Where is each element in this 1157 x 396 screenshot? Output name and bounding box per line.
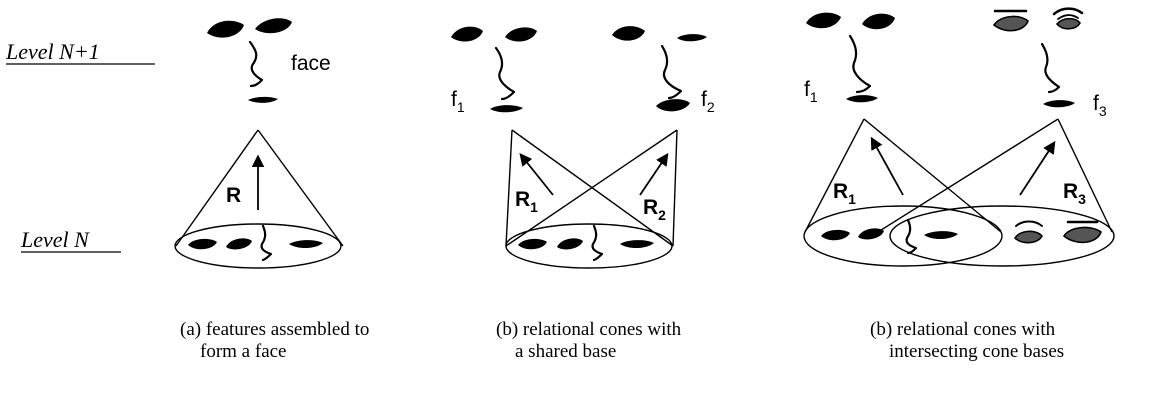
base-features <box>188 224 323 262</box>
c-f3-nose-icon <box>1040 42 1061 94</box>
c-base-nose-icon <box>905 218 918 255</box>
c-f3-mouth-icon <box>1043 100 1075 108</box>
f2-mouth-icon <box>656 99 690 112</box>
level-label-lower-text: Level N <box>20 227 90 252</box>
cone-r2-right-edge <box>672 129 678 247</box>
base-nose-icon <box>260 224 273 262</box>
c-f3-right-eye-icon <box>1055 17 1081 30</box>
mouth-icon <box>248 96 278 103</box>
c-f1-right-eye-icon <box>862 13 895 30</box>
face-f1-label: f1 <box>451 88 465 115</box>
c-base-gray-left-eye-icon <box>1013 230 1043 244</box>
c-base-mouth-icon <box>924 231 958 240</box>
relation-label: R <box>226 184 241 207</box>
f2-left-eye-icon <box>612 26 645 41</box>
cone-r1-left-edge-c <box>804 118 865 233</box>
caption-b-line2: a shared base <box>515 341 616 362</box>
base-r1-ellipse <box>803 205 1003 267</box>
shared-mouth-icon <box>620 240 654 249</box>
f1-right-eye-icon <box>505 27 537 42</box>
relation-r1-label: R1 <box>515 188 538 215</box>
shared-base-features <box>518 224 654 262</box>
caption-a-line1: (a) features assembled to <box>180 319 369 340</box>
c-base-gray-left-brow-icon <box>1015 220 1043 227</box>
relation-arrow-r1-c <box>870 136 904 196</box>
nose-icon <box>248 40 264 88</box>
relation-arrow-r3-c <box>1019 140 1056 196</box>
right-eye-icon <box>255 18 292 34</box>
base-r3-ellipse <box>889 205 1115 267</box>
base-left-eye-icon <box>188 238 217 250</box>
face-f2-b: f2 <box>612 26 715 115</box>
face-label: face <box>291 52 331 75</box>
relation-r1-label-c: R1 <box>833 180 856 207</box>
c-f1-mouth-icon <box>846 95 878 103</box>
c-f3-left-eye-icon <box>992 15 1029 32</box>
face-f1-b: f1 <box>451 26 537 115</box>
shared-left-eye-icon <box>518 238 547 250</box>
relation-r3-label-c: R3 <box>1063 180 1086 207</box>
caption-c-line1: (b) relational cones with <box>870 319 1056 340</box>
c-f1-nose-icon <box>848 34 872 94</box>
cone-r3-left-edge-c <box>877 118 1059 233</box>
face-f1-label-c: f1 <box>804 78 818 105</box>
c-f1-left-eye-icon <box>806 12 841 29</box>
panel-b: f1 f2 R1 R2 (b) relational cones with a … <box>451 26 715 362</box>
relation-r2-label: R2 <box>643 196 666 223</box>
f1-mouth-icon <box>490 105 523 113</box>
face-f2-label: f2 <box>701 88 715 115</box>
shared-right-eye-icon <box>557 238 583 250</box>
face-f3-c: f3 <box>992 7 1107 119</box>
cone-base-ellipse <box>174 223 342 269</box>
base-mouth-icon <box>289 240 323 249</box>
level-label-upper: Level N+1 <box>5 39 155 65</box>
left-eye-icon <box>207 20 244 38</box>
caption-b-line1: (b) relational cones with <box>496 319 682 340</box>
level-label-lower: Level N <box>20 227 121 253</box>
panel-a: face R (a) features assembled to form a … <box>174 18 369 362</box>
caption-a-line2: form a face <box>200 341 287 362</box>
caption-c-line2: intersecting cone bases <box>889 341 1064 362</box>
intersecting-base-features <box>821 218 1102 255</box>
cone-left-edge <box>175 129 259 247</box>
assembled-face: face <box>207 18 331 103</box>
f1-left-eye-icon <box>451 26 483 42</box>
c-base-right-eye-icon <box>858 228 884 240</box>
cone-right-edge <box>257 129 344 247</box>
relation-arrow-r1 <box>519 153 554 196</box>
cone-r1-left-edge <box>505 129 513 247</box>
cone-r2-left-edge <box>505 129 678 247</box>
c-f3-right-brow-icon <box>1052 7 1084 16</box>
face-f1-c: f1 <box>804 12 895 105</box>
base-right-eye-icon <box>226 238 252 250</box>
c-base-gray-right-eye-icon <box>1062 226 1102 244</box>
panel-c: f1 f3 R1 R3 <box>803 7 1115 362</box>
f1-nose-icon <box>494 46 516 101</box>
f2-right-eye-icon <box>677 34 707 42</box>
c-f3-right-brow2-icon <box>1057 14 1079 20</box>
f2-nose-icon <box>660 44 683 100</box>
cone-r3-right-edge-c <box>1057 118 1113 233</box>
shared-base-ellipse <box>505 223 673 269</box>
shared-nose-icon <box>591 224 604 262</box>
face-f3-label: f3 <box>1093 92 1107 119</box>
relation-arrow-r2 <box>639 152 669 196</box>
cone-r1-right-edge-c <box>863 118 1002 233</box>
c-base-left-eye-icon <box>821 229 850 241</box>
level-label-upper-text: Level N+1 <box>5 39 100 64</box>
